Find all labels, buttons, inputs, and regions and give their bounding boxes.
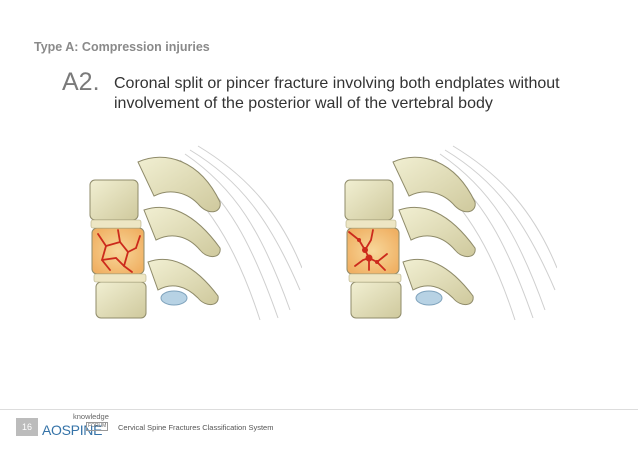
vertebral-bodies: [89, 179, 147, 319]
fractured-vertebral-body: [346, 227, 400, 275]
classification-description: Coronal split or pincer fracture involvi…: [114, 75, 560, 112]
logo-forum-text: FORUM: [86, 422, 109, 431]
page-number: 16: [16, 418, 38, 436]
illustration-coronal-split: [70, 140, 302, 322]
footer-title: Cervical Spine Fractures Classification …: [118, 423, 274, 432]
classification-code: A2.: [62, 68, 100, 96]
footer-divider: [0, 409, 638, 410]
section-title: Type A: Compression injuries: [34, 40, 210, 54]
upper-vertebral-body: [344, 179, 394, 221]
posterior-elements: [392, 156, 476, 305]
intervertebral-discs: [90, 219, 147, 283]
aospine-logo: knowledge AOSPINE FORUM: [42, 412, 109, 440]
lower-vertebral-body: [95, 281, 147, 319]
logo-main-text: AOSPINE: [42, 422, 103, 438]
upper-vertebral-body: [89, 179, 139, 221]
fracture-lines: [97, 229, 141, 273]
posterior-disc: [160, 290, 188, 306]
lower-vertebral-body: [350, 281, 402, 319]
intervertebral-discs: [345, 219, 402, 283]
posterior-disc: [415, 290, 443, 306]
vertebral-bodies: [344, 179, 402, 319]
logo-knowledge-text: knowledge: [73, 412, 109, 421]
fracture-fragments: [357, 238, 379, 264]
posterior-elements: [137, 156, 221, 305]
illustration-pincer-fracture: [325, 140, 557, 322]
